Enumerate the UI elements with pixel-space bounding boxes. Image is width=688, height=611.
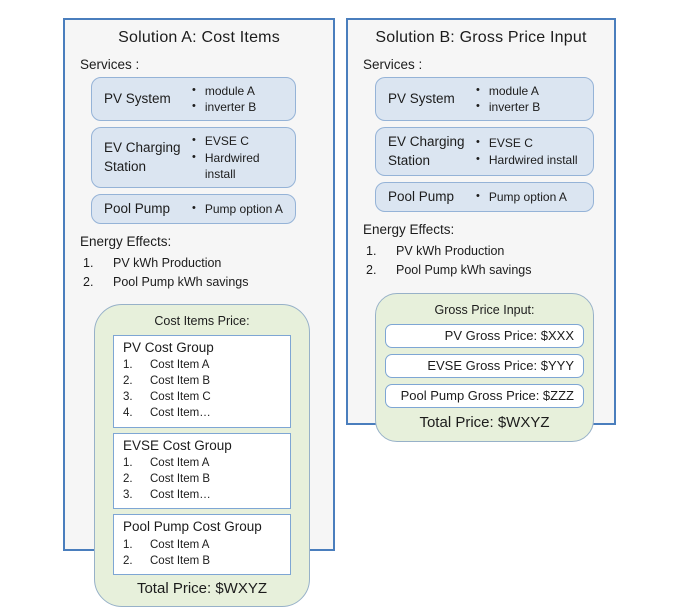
service-name: PV System (388, 91, 455, 107)
solution-a-title: Solution A: Cost Items (118, 29, 280, 46)
cost-items-price-title: Cost Items Price: (154, 313, 250, 328)
service-name: Pool Pump (388, 188, 455, 204)
energy-effects-label-b: Energy Effects: (363, 222, 455, 238)
energy-effect-item: Pool Pump kWh savings (396, 262, 532, 277)
service-box-pv-system: PV System module A inverter B (375, 77, 594, 122)
bullet-item: Hardwired install (192, 150, 291, 182)
service-name: PV System (104, 91, 171, 107)
energy-effects-list-a: PV kWh Production Pool Pump kWh savings (83, 254, 333, 292)
cost-item: Cost Item A (150, 359, 210, 372)
solution-a-panel: Solution A: Cost Items Services : PV Sys… (63, 18, 335, 608)
service-name: Pool Pump (104, 200, 171, 216)
bullet-item: Pump option A (192, 201, 283, 217)
service-box-pool-pump: Pool Pump Pump option A (375, 181, 594, 213)
bullet-item: Hardwired install (476, 152, 578, 168)
services-label-b: Services : (363, 57, 423, 72)
bullet-item: EVSE C (476, 135, 578, 151)
cost-item: Cost Item… (150, 407, 211, 420)
cost-group-name: EVSE Cost Group (123, 437, 232, 453)
cost-item: Cost Item B (150, 375, 211, 388)
cost-group-name: Pool Pump Cost Group (123, 519, 262, 535)
energy-effects-label-a: Energy Effects: (80, 234, 172, 250)
service-bullets: EVSE C Hardwired install (476, 135, 578, 167)
solution-b-panel: Solution B: Gross Price Input Services :… (346, 18, 616, 442)
cost-group-name: PV Cost Group (123, 339, 214, 355)
service-bullets: Pump option A (192, 201, 283, 217)
cost-items-price-box: Cost Items Price: PV Cost Group Cost Ite… (94, 303, 310, 608)
bullet-item: inverter B (192, 99, 256, 115)
energy-effect-item: PV kWh Production (113, 256, 222, 271)
services-list-a: PV System module A inverter B EV Chargin… (91, 77, 296, 225)
pool-pump-gross-price-field: Pool Pump Gross Price: $ZZZ (385, 383, 584, 408)
cost-item: Cost Item B (150, 555, 211, 568)
services-list-b: PV System module A inverter B EV Chargin… (375, 77, 594, 213)
service-name: EV Charging Station (104, 140, 181, 174)
service-box-pv-system: PV System module A inverter B (91, 77, 296, 122)
evse-cost-group-box: EVSE Cost Group Cost Item A Cost Item B … (113, 432, 291, 510)
service-bullets: EVSE C Hardwired install (192, 133, 291, 182)
service-box-pool-pump: Pool Pump Pump option A (91, 193, 296, 225)
gross-price-input-box: Gross Price Input: PV Gross Price: $XXX … (375, 292, 594, 442)
energy-effect-item: PV kWh Production (396, 244, 505, 259)
bullet-item: inverter B (476, 99, 540, 115)
total-price-a: Total Price: $WXYZ (136, 580, 268, 598)
gross-price-input-title: Gross Price Input: (434, 302, 535, 317)
pv-cost-group-box: PV Cost Group Cost Item A Cost Item B Co… (113, 334, 291, 428)
bullet-item: Pump option A (476, 189, 567, 205)
energy-effect-item: Pool Pump kWh savings (113, 274, 249, 289)
service-bullets: module A inverter B (192, 83, 256, 115)
cost-item: Cost Item A (150, 457, 210, 470)
cost-item: Cost Item A (150, 538, 210, 551)
energy-effects-list-b: PV kWh Production Pool Pump kWh savings (366, 242, 614, 280)
service-bullets: module A inverter B (476, 83, 540, 115)
services-label-a: Services : (80, 57, 140, 72)
service-box-ev-charging: EV Charging Station EVSE C Hardwired ins… (375, 127, 594, 176)
service-name: EV Charging Station (388, 134, 465, 168)
pool-pump-cost-group-box: Pool Pump Cost Group Cost Item A Cost It… (113, 514, 291, 576)
cost-item-list: Cost Item A Cost Item B (123, 537, 286, 569)
cost-item: Cost Item B (150, 473, 211, 486)
bullet-item: module A (476, 83, 540, 99)
cost-item-list: Cost Item A Cost Item B Cost Item C Cost… (123, 357, 286, 421)
cost-item-list: Cost Item A Cost Item B Cost Item… (123, 455, 286, 503)
service-box-ev-charging: EV Charging Station EVSE C Hardwired ins… (91, 127, 296, 188)
bullet-item: module A (192, 83, 256, 99)
total-price-b: Total Price: $WXYZ (419, 413, 550, 431)
evse-gross-price-field: EVSE Gross Price: $YYY (385, 353, 584, 378)
solution-b-title: Solution B: Gross Price Input (375, 29, 587, 46)
cost-item: Cost Item… (150, 489, 211, 502)
pv-gross-price-field: PV Gross Price: $XXX (385, 323, 584, 348)
bullet-item: EVSE C (192, 133, 291, 149)
service-bullets: Pump option A (476, 189, 567, 205)
cost-item: Cost Item C (150, 391, 211, 404)
